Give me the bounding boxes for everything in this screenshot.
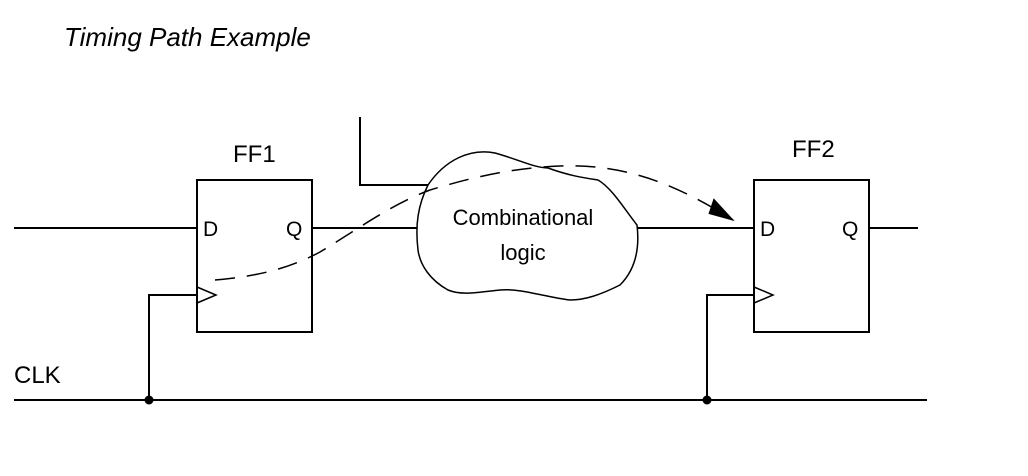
cloud-shape (416, 151, 639, 301)
ff2-clock-junction (702, 395, 712, 405)
combinational-label-line2: logic (500, 240, 545, 265)
flipflop-ff1: FF1 D Q (196, 141, 313, 333)
ff1-clock-wire (148, 294, 197, 400)
ff1-q-pin: Q (286, 218, 302, 241)
ff2-clock-wire (706, 294, 754, 400)
ff1-clock-triangle-icon (196, 286, 218, 304)
side-input-wire (359, 117, 428, 186)
ff2-d-pin: D (760, 218, 775, 241)
ff2-q-pin: Q (842, 218, 858, 241)
ff1-clock-junction (144, 395, 154, 405)
clock-label: CLK (14, 362, 61, 389)
ff1-label: FF1 (233, 141, 276, 168)
ff2-box (753, 179, 870, 333)
ff2-clock-triangle-icon (753, 286, 775, 304)
diagram-title: Timing Path Example (64, 22, 311, 52)
flipflop-ff2: FF2 D Q (753, 136, 870, 333)
combinational-logic: Combinational logic (416, 151, 639, 301)
ff1-box (196, 179, 313, 333)
ff1-d-pin: D (203, 218, 218, 241)
timing-path-arrow (214, 165, 735, 281)
ff2-label: FF2 (792, 136, 835, 163)
combinational-label-line1: Combinational (453, 205, 594, 230)
